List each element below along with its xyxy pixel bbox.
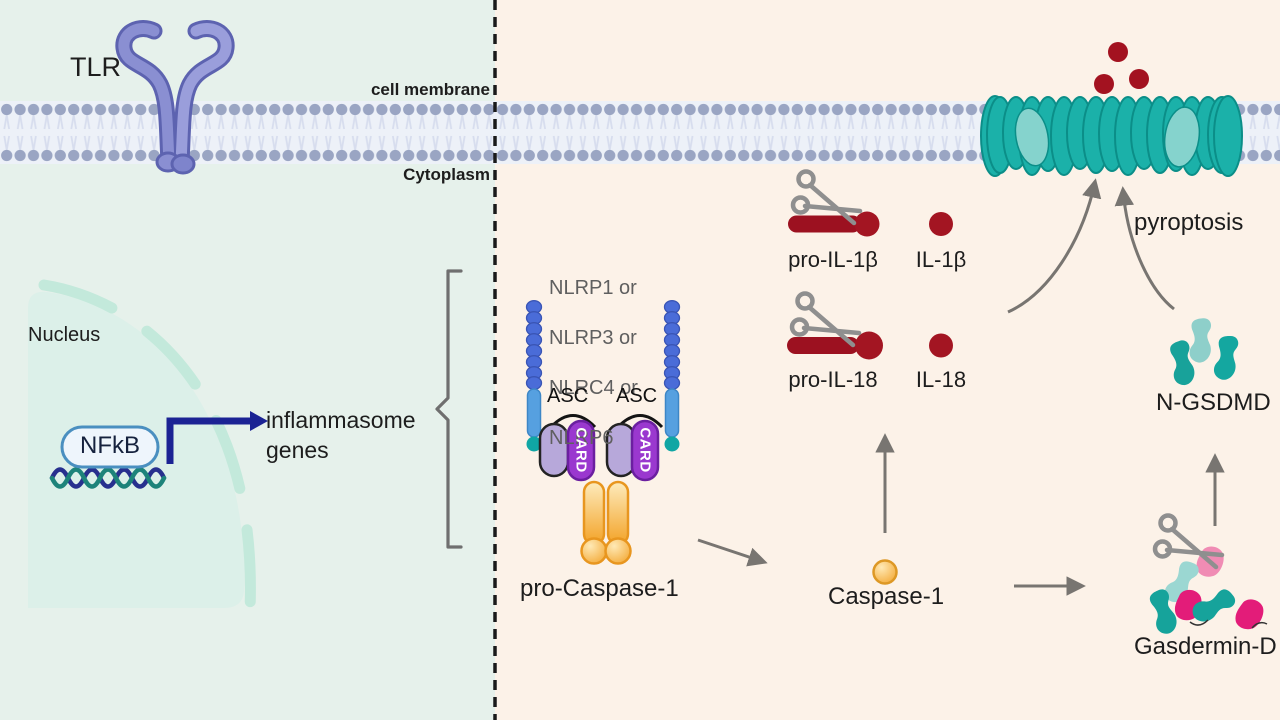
sensor-option: NLRC4 or (549, 377, 638, 399)
scissors-icon (793, 172, 860, 224)
pro-il18-head (855, 331, 883, 360)
tlr-label: TLR (70, 52, 122, 82)
asc-label: ASC (616, 385, 658, 407)
arrow-cytokine-release (1007, 178, 1102, 314)
pro-caspase1-label: pro-Caspase-1 (520, 575, 679, 602)
cell-membrane-label: cell membrane (370, 80, 490, 99)
pro-il18-bar (787, 337, 859, 354)
arrow-ngsdmd-to-pore (1114, 186, 1175, 311)
released-cytokine-dots (1094, 42, 1149, 94)
il18-dot (929, 333, 953, 358)
nfkb-pill (60, 425, 160, 469)
card-label: CARD (636, 427, 654, 473)
il18-label: IL-18 (915, 367, 967, 392)
inflammasome-complex (525, 300, 681, 565)
pro-caspase1-shape (580, 480, 632, 565)
cytoplasm-label: Cytoplasm (403, 165, 490, 184)
sensor-option: NLRP6 (549, 427, 614, 449)
card-domain (566, 419, 596, 482)
sensor-bead-chains (525, 300, 681, 390)
asc-label: ASC (547, 385, 589, 407)
caspase1-label: Caspase-1 (828, 583, 945, 610)
n-gsdmd-fragments (1168, 317, 1241, 387)
pro-il1b-head (854, 211, 880, 237)
pro-il18-label: pro-IL-18 (788, 367, 878, 392)
nucleus-label: Nucleus (28, 324, 101, 346)
grouping-brace (435, 269, 463, 549)
n-gsdmd-label: N-GSDMD (1156, 389, 1271, 416)
pyroptosis-label: pyroptosis (1134, 209, 1244, 236)
il1b-label: IL-1β (915, 247, 967, 272)
nuclear-envelope (38, 279, 256, 616)
tlr-receptor-icon (115, 20, 235, 175)
sensor-options-list: NLRP1 or NLRP3 or NLRC4 or NLRP6 (549, 251, 638, 476)
inflammasome-genes-label: inflammasome genes (266, 407, 416, 463)
sensor-option: NLRP1 or (549, 277, 637, 299)
gasdermin-d-label: Gasdermin-D (1134, 633, 1277, 660)
pro-il1b-bar (788, 215, 861, 233)
transcription-arrow (166, 411, 268, 464)
gsdmd-pore (980, 95, 1243, 177)
pro-il1b-label: pro-IL-1β (788, 247, 878, 272)
il1b-dot (929, 212, 953, 236)
cytokine-shapes (787, 211, 953, 360)
gasdermin-d-cluster (1148, 544, 1268, 636)
caspase1-dot (872, 559, 898, 585)
card-domain (630, 419, 660, 482)
dna-icon (49, 467, 167, 489)
sensor-option: NLRP3 or (549, 327, 637, 349)
arrow-procaspase-to-caspase (697, 538, 768, 567)
nfkb-label: NFkB (80, 432, 140, 459)
pathway-arrows (697, 178, 1225, 596)
card-label: CARD (572, 427, 590, 473)
